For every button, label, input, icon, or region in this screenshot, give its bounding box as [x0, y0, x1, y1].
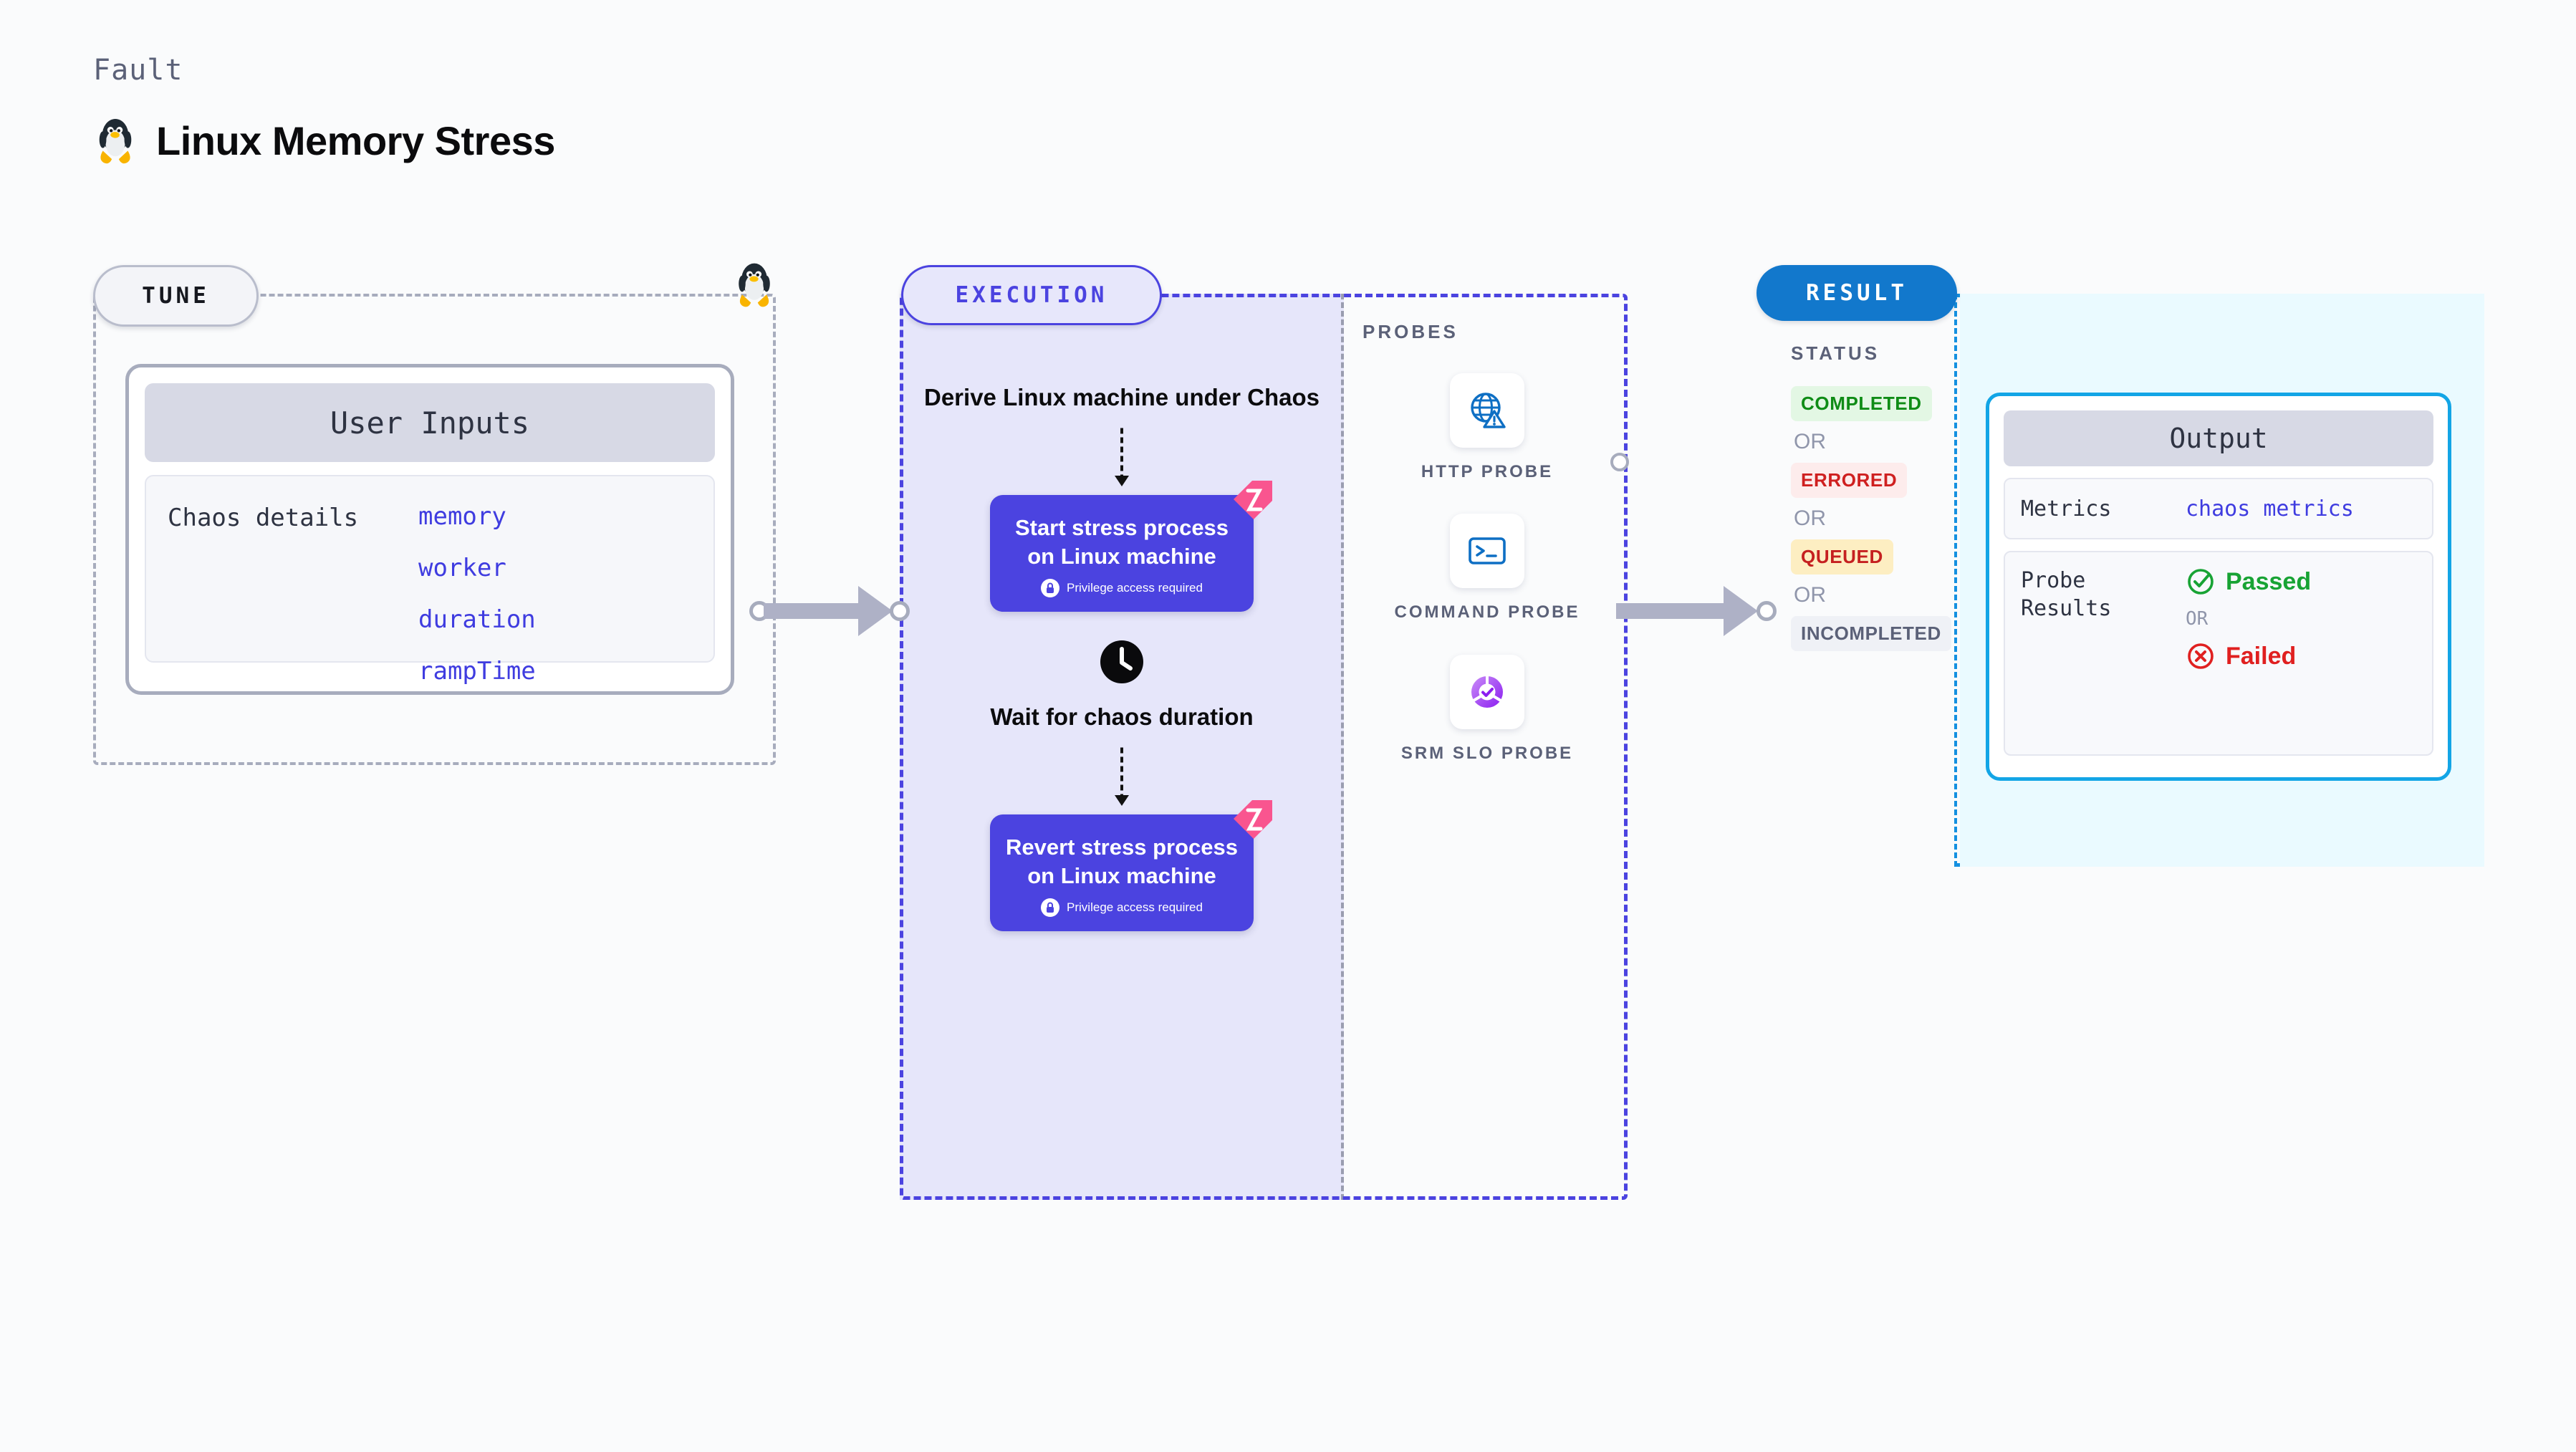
status-badge-incompleted: INCOMPLETED: [1791, 616, 1951, 651]
result-badge: RESULT: [1756, 265, 1957, 321]
terminal-icon: [1450, 514, 1524, 589]
connector-tune-to-execution: [749, 586, 910, 636]
execution-badge: EXECUTION: [901, 265, 1162, 325]
probe-name-command: COMMAND PROBE: [1394, 602, 1580, 622]
status-or-1: OR: [1794, 430, 1826, 453]
execution-step-revert[interactable]: Revert stress process on Linux machine P…: [990, 800, 1272, 932]
wait-step-label: Wait for chaos duration: [990, 703, 1254, 731]
metrics-label: Metrics: [2021, 496, 2112, 521]
output-card: Output Metrics chaos metrics Probe Resul…: [1986, 393, 2451, 781]
globe-warning-icon: [1450, 373, 1524, 448]
output-probe-results-row: Probe Results Passed OR Failed: [2004, 551, 2433, 756]
probes-label: PROBES: [1363, 321, 1458, 342]
tux-penguin-icon: [93, 115, 138, 166]
tux-penguin-icon: [732, 259, 777, 309]
probe-item-srm-slo[interactable]: SRM SLO PROBE: [1400, 654, 1574, 765]
failed-text: Failed: [2226, 642, 2297, 670]
execution-flow-title: Derive Linux machine under Chaos: [924, 384, 1320, 410]
harness-ribbon-icon: [1234, 800, 1272, 840]
privilege-note-text: Privilege access required: [1067, 581, 1203, 595]
probe-results-label: Probe Results: [2021, 568, 2112, 621]
probe-item-http[interactable]: HTTP PROBE: [1421, 373, 1553, 484]
result-status-column: STATUS COMPLETED OR ERRORED OR QUEUED OR…: [1756, 294, 1957, 867]
status-or-3: OR: [1794, 583, 1826, 607]
harness-ribbon-icon: [1234, 480, 1272, 519]
user-inputs-card: User Inputs Chaos details memory worker …: [125, 364, 734, 695]
probe-item-command[interactable]: COMMAND PROBE: [1395, 514, 1580, 624]
lock-icon: [1041, 579, 1060, 598]
status-badge-queued: QUEUED: [1791, 539, 1893, 574]
slo-donut-check-icon: [1449, 654, 1524, 729]
chaos-input-memory: memory: [418, 502, 506, 531]
x-circle-icon: [2188, 643, 2214, 669]
chaos-input-duration: duration: [418, 605, 536, 634]
lock-icon: [1041, 898, 1060, 918]
chaos-input-worker: worker: [418, 554, 506, 582]
probes-connector-node: [1610, 453, 1629, 471]
flow-arrow-down-icon: [1120, 424, 1123, 478]
probe-name-srm-slo: SRM SLO PROBE: [1400, 743, 1574, 763]
status-chip-list: COMPLETED OR ERRORED OR QUEUED OR INCOMP…: [1791, 386, 1954, 651]
chaos-details-values: memory worker duration rampTime: [418, 502, 536, 686]
page-title: Linux Memory Stress: [156, 117, 555, 163]
passed-text: Passed: [2226, 567, 2312, 595]
page-eyebrow: Fault: [93, 54, 183, 87]
execution-step-start[interactable]: Start stress process on Linux machine Pr…: [990, 480, 1272, 612]
check-circle-icon: [2188, 569, 2214, 595]
privilege-note-2: Privilege access required: [1041, 898, 1203, 918]
connector-execution-to-result: [1616, 586, 1781, 636]
output-metrics-row: Metrics chaos metrics: [2004, 478, 2433, 539]
tune-panel: [93, 294, 776, 765]
status-label: STATUS: [1791, 342, 1880, 364]
chaos-details-row: Chaos details memory worker duration ram…: [145, 475, 715, 686]
metrics-value: chaos metrics: [2186, 496, 2354, 521]
privilege-note: Privilege access required: [1041, 579, 1203, 598]
execution-probes-outer-panel: [900, 294, 1628, 1200]
execution-flow: Derive Linux machine under Chaos Start s…: [900, 294, 1344, 1200]
user-inputs-heading: User Inputs: [145, 383, 715, 462]
probe-result-failed: Failed: [2186, 641, 2311, 671]
output-heading: Output: [2004, 410, 2433, 466]
clock-icon: [1099, 639, 1145, 688]
status-or-2: OR: [1794, 506, 1826, 530]
status-badge-completed: COMPLETED: [1791, 386, 1932, 421]
probe-result-or: OR: [2186, 608, 2209, 630]
probe-result-passed: Passed: [2186, 567, 2311, 597]
probe-name-http: HTTP PROBE: [1421, 462, 1554, 481]
privilege-note-text-2: Privilege access required: [1067, 900, 1203, 915]
chaos-details-label: Chaos details: [168, 504, 359, 532]
status-badge-errored: ERRORED: [1791, 463, 1908, 498]
chaos-input-ramptime: rampTime: [418, 657, 536, 686]
page-header: Linux Memory Stress: [93, 115, 555, 166]
execution-step-start-title: Start stress process on Linux machine: [1014, 514, 1229, 569]
flow-arrow-down-icon-2: [1120, 744, 1123, 798]
execution-step-revert-title: Revert stress process on Linux machine: [1006, 835, 1238, 888]
tune-badge: TUNE: [93, 265, 259, 327]
probe-results-values: Passed OR Failed: [2186, 567, 2311, 671]
probes-column: PROBES HTTP PROBE: [1347, 294, 1628, 1200]
